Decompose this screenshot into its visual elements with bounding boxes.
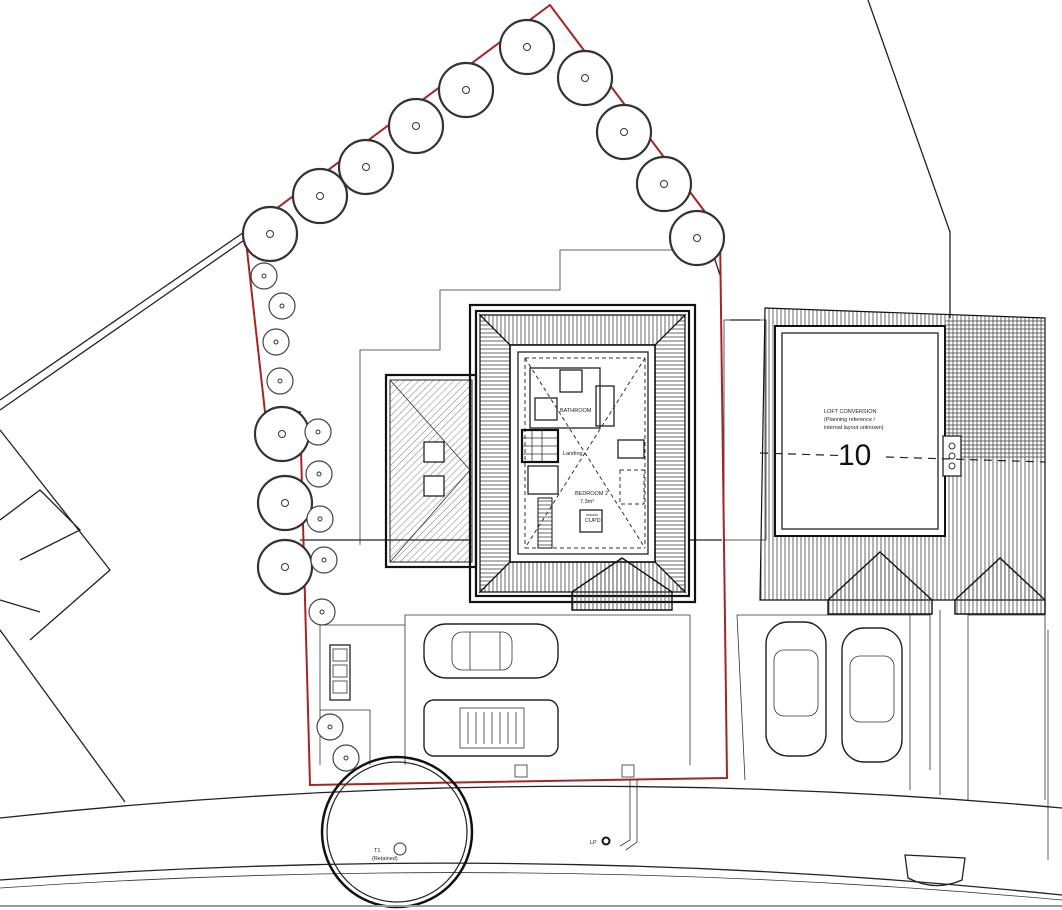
car-saloon-driveway: [423, 623, 559, 679]
loft-label-line1: LOFT CONVERSION: [824, 409, 876, 415]
room-label-bedroom-size: 7.3m²: [580, 499, 594, 505]
tree-t1-status: (Retained): [372, 856, 398, 862]
bin-store: [329, 644, 351, 701]
lamp-post: LP: [590, 836, 611, 846]
shrubs: [250, 262, 360, 772]
room-label-bedroom: BEDROOM 2: [575, 491, 608, 497]
room-label-landing: Landing: [563, 451, 583, 457]
room-label-cupd: CUPD: [585, 518, 601, 524]
car-neighbour-2: [841, 627, 903, 763]
neighbour-house: LOFT CONVERSION (Planning reference / in…: [759, 307, 1046, 615]
main-house: BATHROOM Landing BEDROOM 2 7.3m² CUPD: [468, 303, 697, 604]
room-label-bathroom: BATHROOM: [560, 408, 592, 414]
plot-number: 10: [838, 439, 871, 472]
front-gable: [571, 557, 673, 611]
boundary-trees: [241, 18, 726, 596]
car-suv-driveway: [423, 699, 559, 757]
tree-t1-retained: T1 (Retained): [320, 755, 474, 909]
loft-label-line3: internal layout unknown): [824, 425, 884, 431]
tree-t1-label: T1: [374, 848, 380, 854]
garage-wing-roof: [384, 373, 478, 569]
lamp-post-label: LP: [590, 840, 597, 846]
car-neighbour-1: [765, 621, 827, 757]
loft-label-line2: (Planning reference /: [824, 417, 876, 423]
